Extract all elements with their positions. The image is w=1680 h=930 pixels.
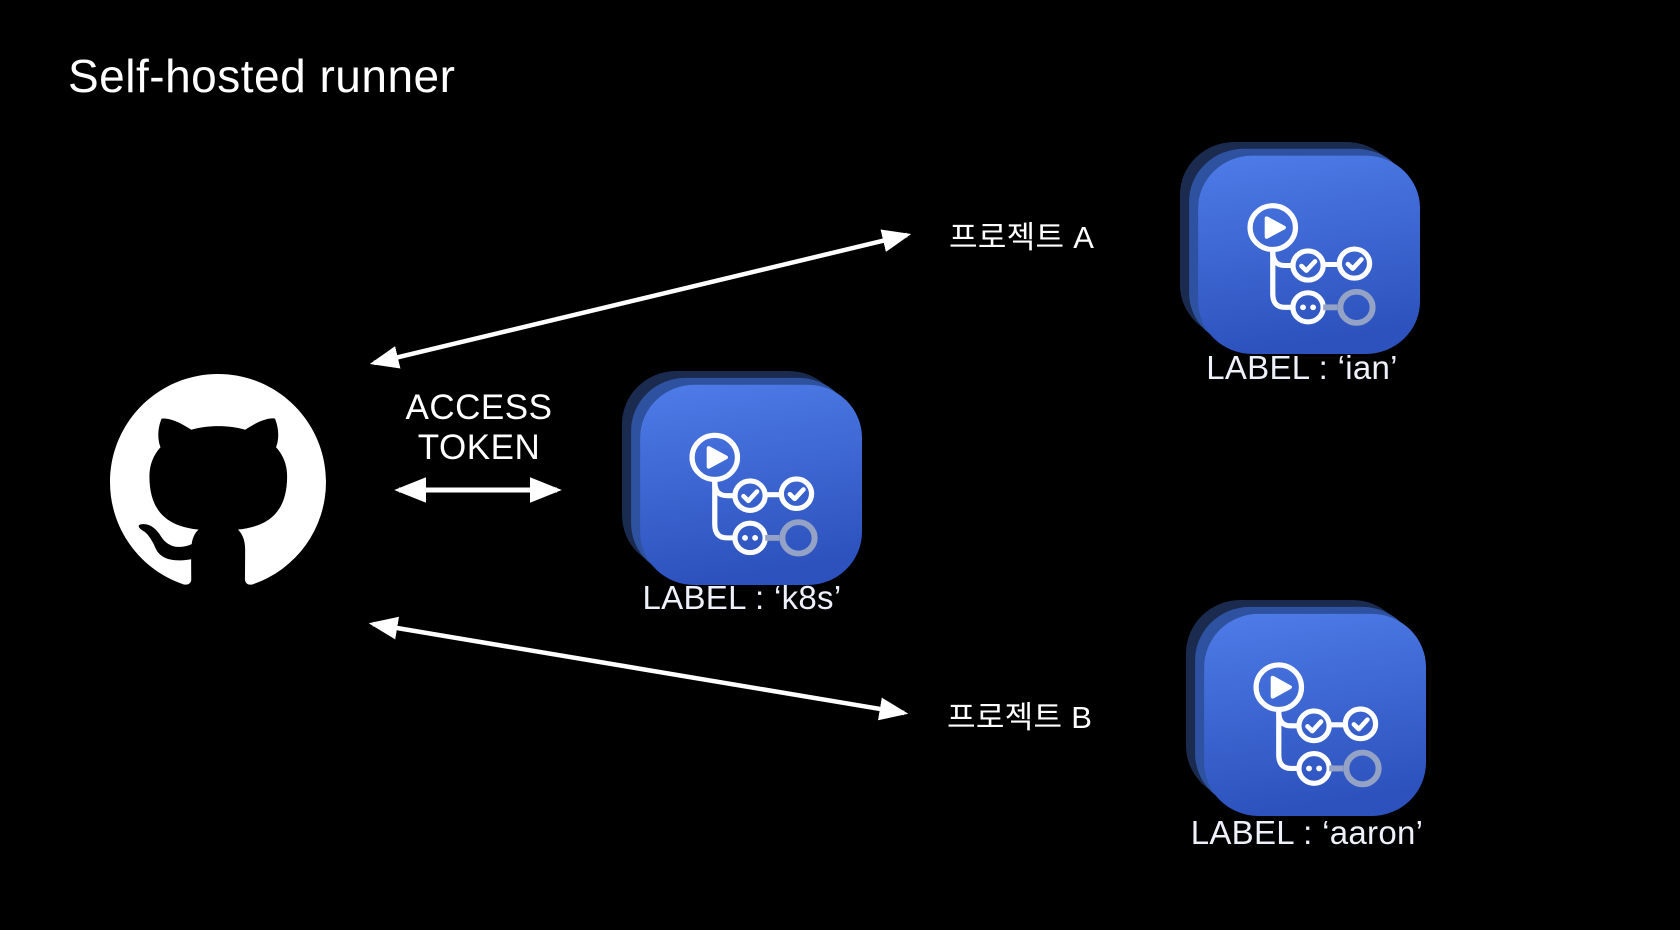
runner-label-ian: LABEL : ‘ian’ [1206,349,1398,386]
access-token-line2: TOKEN [417,428,541,467]
arrow-github-project-b [368,616,909,721]
github-actions-icon-aaron [1186,600,1426,816]
access-token-label: ACCESS TOKEN [399,388,559,468]
github-actions-icon-k8s [622,371,862,585]
runner-label-aaron: LABEL : ‘aaron’ [1190,814,1424,851]
project-b-label: 프로젝트 B [947,700,1093,735]
arrow-github-project-a [369,229,912,369]
github-actions-icon-ian [1180,142,1420,354]
page-title: Self-hosted runner [68,50,456,102]
runner-label-k8s: LABEL : ‘k8s’ [642,579,842,616]
access-token-line1: ACCESS [405,388,553,427]
project-a-label: 프로젝트 A [949,220,1095,255]
